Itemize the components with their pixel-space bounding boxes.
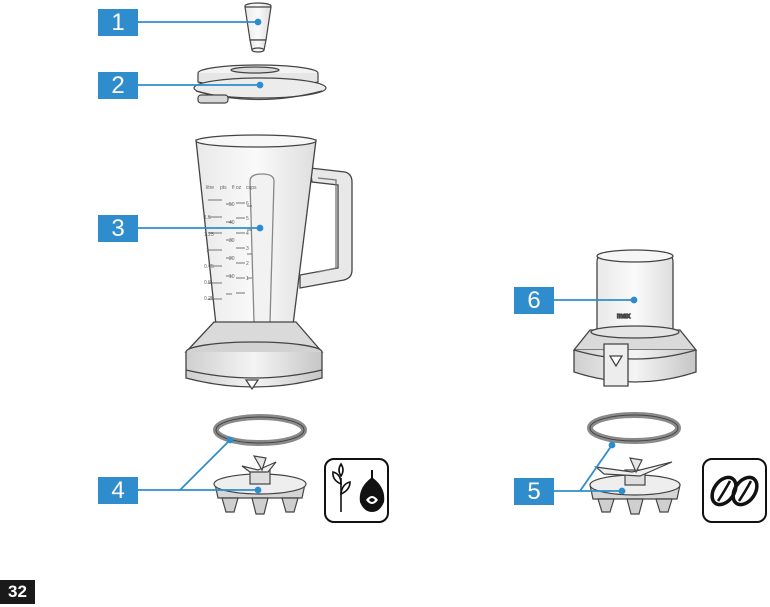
scale-mark: 1 [206, 248, 209, 254]
callout-5: 5 [514, 478, 554, 505]
leader-lines [138, 18, 638, 495]
scale-header: cups [246, 185, 257, 191]
scale-mark: 1 [246, 276, 249, 282]
scale-mark: 1.25 [204, 232, 214, 238]
scale-mark: 3 [246, 246, 249, 252]
callout-1: 1 [98, 9, 138, 36]
chopper-sealing-ring [587, 412, 681, 444]
coffee-beans-icon [702, 458, 767, 523]
blender-jug [184, 134, 353, 391]
callout-4: 4 [98, 477, 138, 504]
callout-6: 6 [514, 287, 554, 314]
jug-scale [208, 199, 252, 300]
scale-header: litre [206, 185, 214, 191]
scale-mark: 5 [246, 216, 249, 222]
chopper-bowl: max [572, 249, 698, 387]
scale-mark: 0.5 [204, 280, 211, 286]
callout-2: 2 [98, 72, 138, 99]
chopper-max-label: max [617, 313, 631, 320]
chopper-blade-unit [589, 457, 681, 515]
lid [193, 64, 327, 104]
callout-3: 3 [98, 215, 138, 242]
scale-mark: 20 [229, 256, 235, 262]
herbs-onion-icon [324, 458, 389, 523]
scale-mark: 0.75 [204, 264, 214, 270]
page-number: 32 [0, 580, 35, 604]
measuring-cup [244, 2, 272, 53]
scale-mark: 0.25 [204, 296, 214, 302]
jug-scale-labels: litre pts fl oz cups 1.5 1.25 1 0.75 0.5… [204, 185, 257, 302]
scale-mark: 1.5 [204, 215, 211, 221]
scale-mark: 4 [246, 231, 249, 237]
scale-mark: 30 [229, 238, 235, 244]
scale-mark: 2 [246, 261, 249, 267]
jug-blade-unit [213, 455, 307, 515]
scale-header: pts [220, 185, 227, 191]
scale-mark: 10 [229, 274, 235, 280]
jug-sealing-ring [213, 414, 307, 446]
scale-mark: 6 [246, 201, 249, 207]
scale-header: fl oz [232, 185, 242, 191]
scale-mark: 50 [229, 202, 235, 208]
scale-mark: 40 [229, 220, 235, 226]
